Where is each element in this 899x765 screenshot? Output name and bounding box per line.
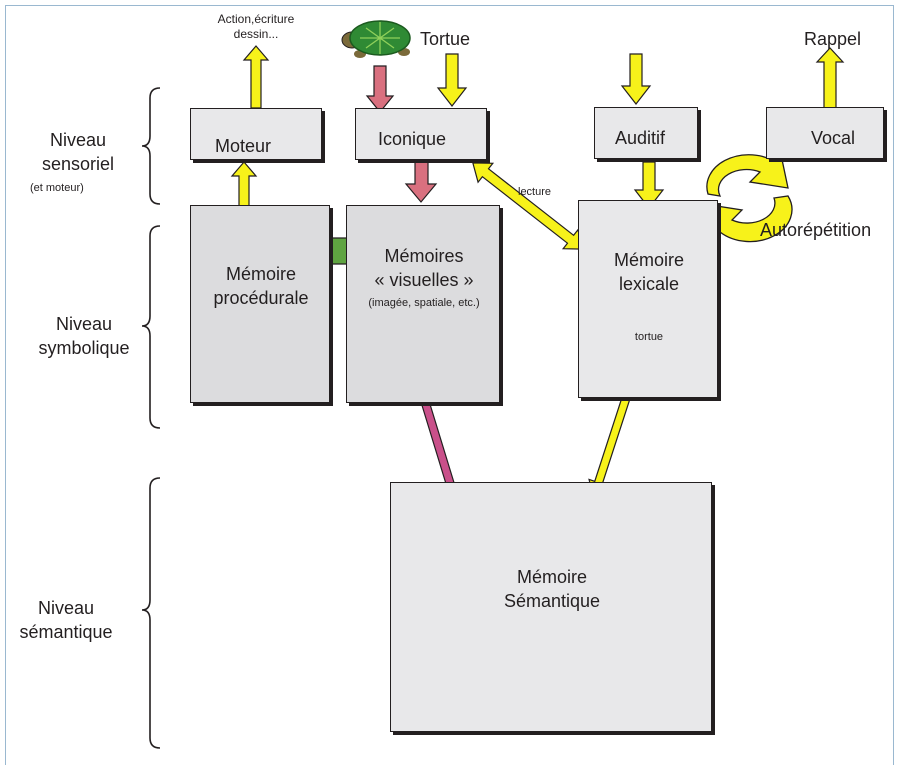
visuelles-line1: Mémoires [384, 246, 464, 266]
iconique-label: Iconique [378, 129, 447, 149]
arrow-tortue-down [436, 53, 468, 107]
autorepetition-label: Autorépétition [760, 220, 872, 240]
arrow-moteur-up [242, 45, 270, 109]
level-sensory-line1: Niveau [49, 130, 107, 150]
level-semantic-line1: Niveau [37, 598, 95, 618]
action-line2: dessin... [233, 27, 279, 41]
arrow-auditif-in [620, 53, 652, 105]
arrow-iconique-down [404, 161, 438, 203]
vocal-box: Vocal [766, 107, 884, 159]
action-line1: Action,écriture [217, 12, 295, 26]
lexicale-text: Mémoire lexicale [579, 248, 719, 296]
figure-frame [5, 5, 894, 765]
arrow-rappel-up [815, 47, 845, 109]
level-semantic-label: Niveau sémantique [10, 596, 122, 644]
arrow-auditif-down [633, 161, 665, 209]
auditif-label: Auditif [615, 128, 666, 148]
procedurale-line1: Mémoire [225, 264, 296, 284]
arrow-proc-up [230, 161, 258, 211]
iconique-box: Iconique [355, 108, 487, 160]
lexicale-word: tortue [634, 331, 664, 343]
lexicale-box: Mémoire lexicale tortue [578, 200, 718, 398]
semantique-box: Mémoire Sémantique [390, 482, 712, 732]
level-symbolic-line2: symbolique [38, 338, 130, 358]
arrow-turtle-down [365, 65, 395, 113]
turtle-icon-top [341, 20, 411, 58]
rappel-label: Rappel [804, 29, 862, 49]
visuelles-line2: « visuelles » [374, 270, 474, 290]
lexicale-line1: Mémoire [613, 250, 684, 270]
semantique-text: Mémoire Sémantique [391, 565, 713, 613]
auditif-box: Auditif [594, 107, 698, 159]
moteur-box: Moteur [190, 108, 322, 160]
procedurale-text: Mémoire procédurale [191, 262, 331, 310]
brace-sensory [141, 87, 161, 205]
level-symbolic-label: Niveau symbolique [28, 312, 140, 360]
procedurale-line2: procédurale [213, 288, 309, 308]
visuelles-note: (imagée, spatiale, etc.) [368, 297, 480, 309]
procedurale-box: Mémoire procédurale [190, 205, 330, 403]
level-sensory-label: Niveau sensoriel [22, 128, 134, 176]
lecture-label: lecture [518, 186, 552, 198]
action-label: Action,écriture dessin... [200, 12, 312, 42]
vocal-label: Vocal [811, 128, 856, 148]
visuelles-box: Mémoires « visuelles » (imagée, spatiale… [346, 205, 500, 403]
brace-semantic [141, 477, 161, 749]
level-sensory-line2: sensoriel [41, 154, 115, 174]
level-symbolic-line1: Niveau [55, 314, 113, 334]
visuelles-text: Mémoires « visuelles » [347, 244, 501, 292]
lexicale-line2: lexicale [618, 274, 680, 294]
brace-symbolic [141, 225, 161, 429]
tortue-label: Tortue [420, 29, 471, 49]
semantique-line2: Sémantique [503, 591, 601, 611]
level-sensory-note: (et moteur) [30, 182, 84, 194]
level-semantic-line2: sémantique [19, 622, 113, 642]
semantique-line1: Mémoire [516, 567, 587, 587]
moteur-label: Moteur [215, 136, 272, 156]
